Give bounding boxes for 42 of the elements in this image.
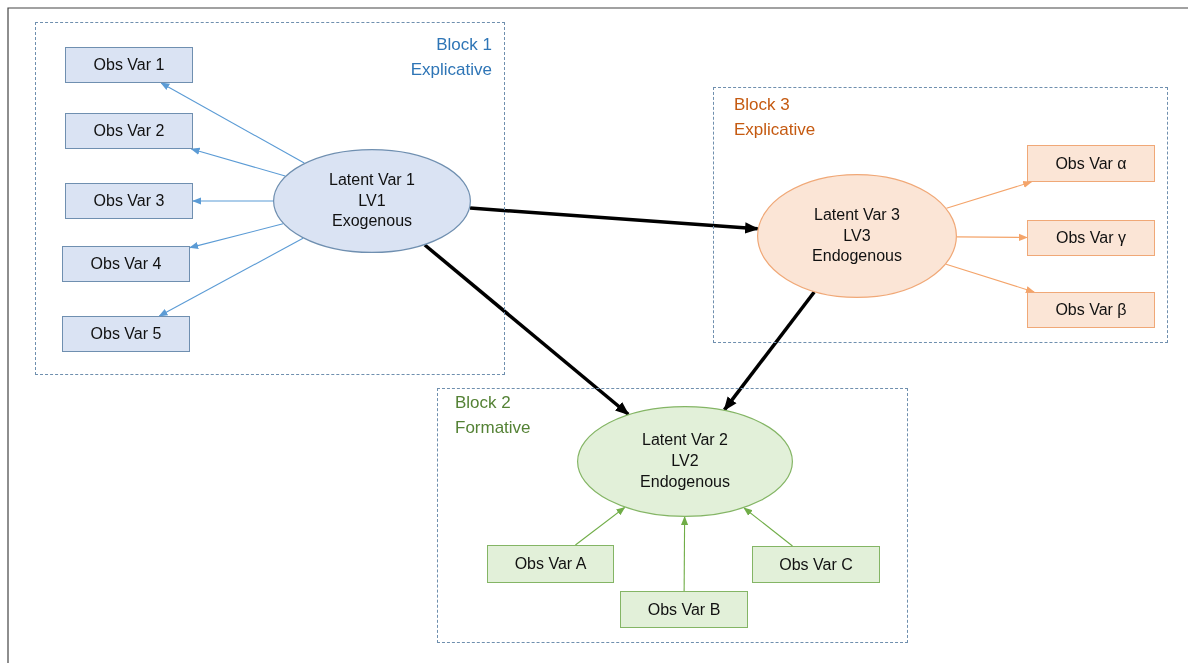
- node-text: Latent Var 3: [814, 204, 900, 225]
- observed-variable-box: Obs Var β: [1027, 292, 1155, 328]
- observed-variable-box: Obs Var 2: [65, 113, 193, 149]
- observed-variable-box: Obs Var 5: [62, 316, 190, 352]
- block-heading: Formative: [455, 416, 531, 439]
- loading-arrow: [574, 506, 626, 546]
- node-text: LV3: [843, 225, 871, 246]
- loading-arrow: [743, 507, 793, 547]
- node-text: LV2: [671, 451, 699, 472]
- loading-arrow: [190, 147, 286, 177]
- loading-arrow: [945, 180, 1033, 209]
- block-heading: Block 2: [455, 392, 511, 414]
- observed-variable-box: Obs Var 4: [62, 246, 190, 282]
- block-frame: [713, 87, 1168, 343]
- loading-arrow: [945, 263, 1035, 293]
- loading-arrow: [956, 233, 1028, 241]
- loading-arrow: [192, 197, 274, 205]
- observed-variable-box: Obs Var α: [1027, 145, 1155, 182]
- loading-arrow: [680, 516, 689, 592]
- block-frame: [35, 22, 505, 375]
- observed-variable-box: Obs Var C: [752, 546, 880, 583]
- observed-variable-box: Obs Var B: [620, 591, 748, 628]
- node-text: Endogenous: [812, 246, 902, 267]
- node-text: Endogenous: [640, 471, 730, 492]
- observed-variable-box: Obs Var γ: [1027, 220, 1155, 256]
- loading-arrow: [160, 82, 305, 164]
- block-frame: [437, 388, 908, 643]
- block-heading: Explicative: [410, 58, 492, 81]
- loading-arrow: [189, 223, 284, 250]
- path-arrow: [423, 243, 630, 416]
- path-arrow: [723, 291, 816, 411]
- block-heading: Explicative: [734, 118, 816, 141]
- loading-arrow: [158, 237, 304, 317]
- node-text: LV1: [358, 190, 386, 211]
- node-text: Exogenous: [331, 211, 413, 232]
- block-heading: Block 3: [734, 94, 790, 116]
- observed-variable-box: Obs Var A: [487, 545, 614, 583]
- node-text: Latent Var 2: [642, 430, 728, 451]
- observed-variable-box: Obs Var 1: [65, 47, 193, 83]
- block-heading: Block 1: [436, 34, 492, 56]
- observed-variable-box: Obs Var 3: [65, 183, 193, 219]
- node-text: Latent Var 1: [329, 169, 415, 190]
